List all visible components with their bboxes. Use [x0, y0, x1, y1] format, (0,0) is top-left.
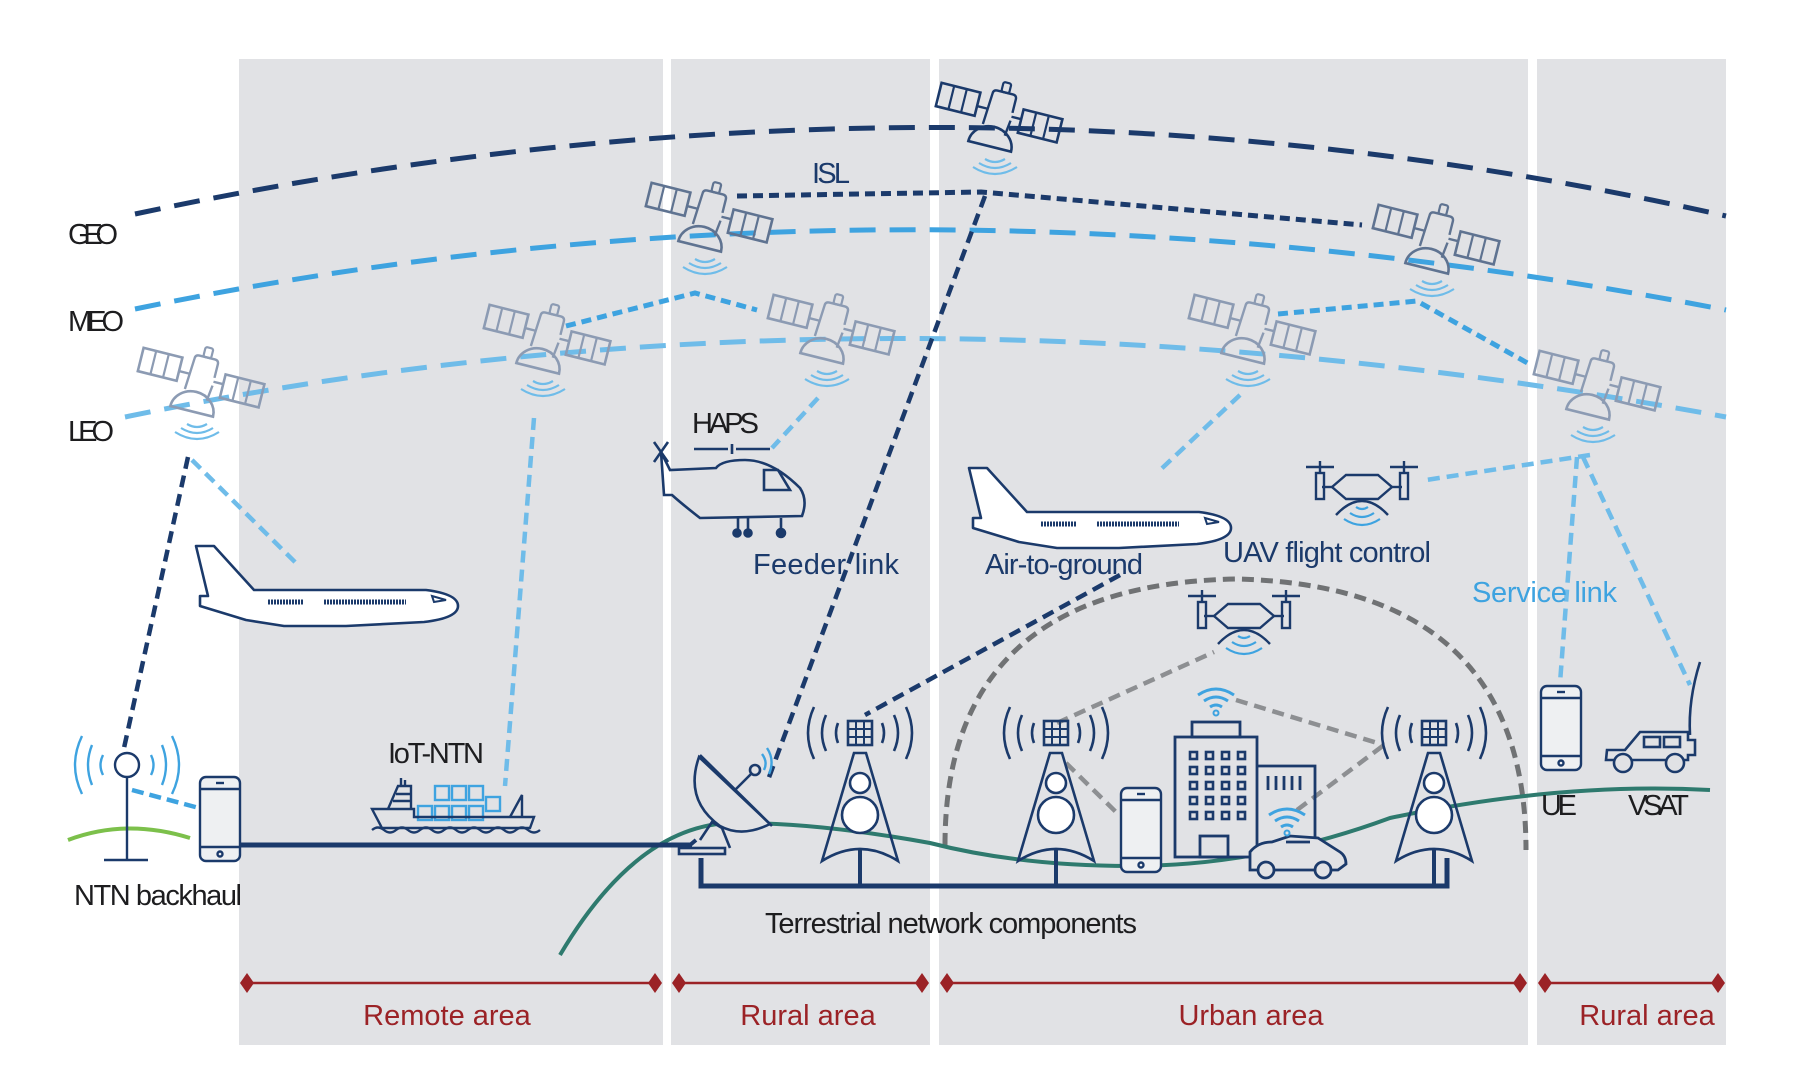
ntn-backhaul-antenna-icon — [67, 735, 191, 862]
ntn-backhaul-label: NTN backhaul — [74, 880, 242, 912]
panel-urban — [939, 59, 1528, 1045]
area-panels — [239, 59, 1726, 1045]
haps-label: HAPS — [692, 408, 759, 440]
air-to-ground-label: Air-to-ground — [985, 549, 1143, 581]
meo-orbit — [134, 227, 1727, 313]
meo-label: MEO — [68, 306, 124, 338]
service-link-label: Service link — [1472, 577, 1618, 609]
geo-label: GEO — [68, 219, 118, 251]
backhaul-phone-icon — [198, 775, 242, 863]
feeder-link-label: Feeder link — [753, 549, 900, 581]
area-bracket-marker — [240, 973, 254, 993]
car-icon — [1248, 834, 1348, 880]
area-bracket-marker — [648, 973, 662, 993]
urban-coverage-dome — [942, 576, 1529, 851]
area-bracket-marker — [1513, 973, 1527, 993]
urban-link-tower-drone — [1056, 649, 1215, 726]
link-leo1-backhaul — [121, 456, 191, 749]
urban-link-tower-phone — [1064, 761, 1120, 816]
area-bracket-marker — [1711, 973, 1725, 993]
geo-orbit — [134, 125, 1727, 219]
isl-meo-leo-left — [565, 290, 758, 329]
link-leo3-haps — [770, 396, 820, 450]
uav-control-line — [1425, 452, 1591, 483]
urban-phone-icon — [1119, 786, 1163, 874]
panel-rural-2 — [1537, 59, 1726, 1045]
area-brackets — [240, 973, 1725, 993]
air-to-ground-line — [863, 573, 1122, 717]
isl-geo-link — [736, 189, 1363, 228]
iot-ntn-label: IoT-NTN — [388, 738, 484, 770]
haps-helicopter-icon — [652, 441, 806, 539]
link-leo1-plane — [190, 458, 300, 567]
area-bracket-marker — [915, 973, 929, 993]
uav-flight-control-label: UAV flight control — [1223, 537, 1431, 569]
iot-ship-icon — [370, 778, 541, 834]
isl-meo-leo-right — [1277, 298, 1533, 368]
leo-orbit — [124, 336, 1727, 420]
panel-remote — [239, 59, 663, 1045]
area-label-rural-2: Rural area — [1579, 1000, 1715, 1032]
area-label-rural-1: Rural area — [740, 1000, 876, 1032]
isl-label: ISL — [812, 158, 850, 190]
terrestrial-label: Terrestrial network components — [765, 908, 1137, 940]
link-leo2-ship — [502, 417, 537, 787]
ue-label: UE — [1541, 790, 1577, 822]
vsat-jeep-icon — [1604, 661, 1702, 774]
area-label-remote: Remote area — [363, 1000, 532, 1032]
area-bracket-marker — [672, 973, 686, 993]
terrestrial-bus — [698, 858, 1450, 889]
urban-link-building-tower — [1235, 697, 1385, 748]
leo-label: LEO — [68, 416, 114, 448]
area-bracket-marker — [940, 973, 954, 993]
area-bracket-marker — [1538, 973, 1552, 993]
ground-station-dish-icon — [660, 747, 773, 856]
office-building-icon — [1173, 720, 1317, 859]
panel-rural-1 — [671, 59, 930, 1045]
service-link-vsat — [1580, 456, 1693, 686]
link-antenna-phone — [131, 787, 200, 811]
area-label-urban: Urban area — [1178, 1000, 1324, 1032]
vsat-label: VSAT — [1628, 790, 1689, 822]
ue-phone-icon — [1539, 684, 1583, 772]
feeder-link-line — [765, 195, 988, 781]
